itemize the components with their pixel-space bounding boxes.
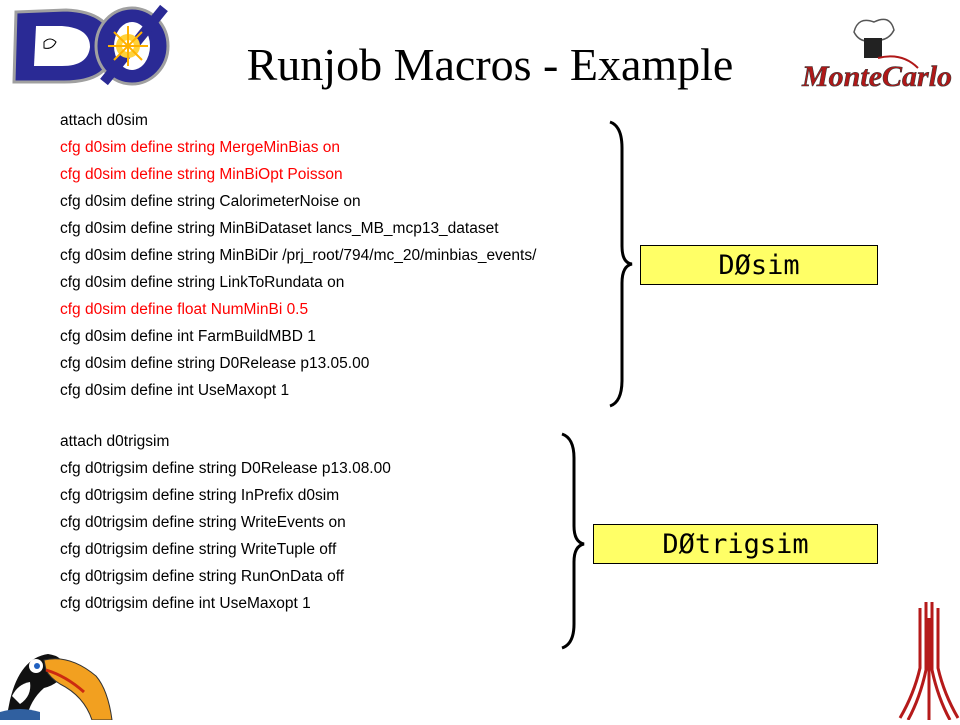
code-line: cfg d0trigsim define string WriteTuple o… bbox=[60, 541, 337, 558]
code-line: cfg d0sim define string LinkToRundata on bbox=[60, 274, 345, 291]
code-line: cfg d0trigsim define int UseMaxopt 1 bbox=[60, 595, 311, 612]
code-line: cfg d0sim define string CalorimeterNoise… bbox=[60, 193, 361, 210]
code-line: cfg d0sim define float NumMinBi 0.5 bbox=[60, 301, 309, 318]
code-line: cfg d0sim define string MinBiOpt Poisson bbox=[60, 166, 343, 183]
d0trigsim-brace-icon bbox=[561, 432, 585, 650]
code-line: cfg d0trigsim define string RunOnData of… bbox=[60, 568, 345, 585]
code-line: cfg d0sim define int UseMaxopt 1 bbox=[60, 382, 290, 399]
code-line: cfg d0trigsim define string WriteEvents … bbox=[60, 514, 346, 531]
code-line: cfg d0sim define string MinBiDataset lan… bbox=[60, 220, 499, 237]
d0sim-label: DØsim bbox=[640, 245, 878, 285]
code-line: cfg d0trigsim define string InPrefix d0s… bbox=[60, 487, 340, 504]
d0trigsim-label: DØtrigsim bbox=[593, 524, 878, 564]
code-line: cfg d0sim define string MergeMinBias on bbox=[60, 139, 340, 156]
d0-logo bbox=[4, 2, 172, 88]
code-line: cfg d0sim define int FarmBuildMBD 1 bbox=[60, 328, 316, 345]
code-line: cfg d0trigsim define string D0Release p1… bbox=[60, 460, 391, 477]
d0sim-brace-icon bbox=[609, 120, 633, 408]
monte-carlo-logo: MonteCarlo bbox=[798, 12, 960, 102]
d0sim-label-text: DØsim bbox=[718, 250, 800, 281]
fermilab-logo bbox=[896, 598, 960, 721]
d0trigsim-label-text: DØtrigsim bbox=[662, 529, 809, 560]
code-line: attach d0sim bbox=[60, 112, 148, 129]
code-line: cfg d0sim define string D0Release p13.05… bbox=[60, 355, 370, 372]
code-line: cfg d0sim define string MinBiDir /prj_ro… bbox=[60, 247, 537, 264]
code-line: attach d0trigsim bbox=[60, 433, 170, 450]
page-title: Runjob Macros - Example bbox=[246, 39, 734, 90]
toucan-logo bbox=[0, 640, 115, 721]
svg-text:MonteCarlo: MonteCarlo bbox=[801, 60, 952, 93]
